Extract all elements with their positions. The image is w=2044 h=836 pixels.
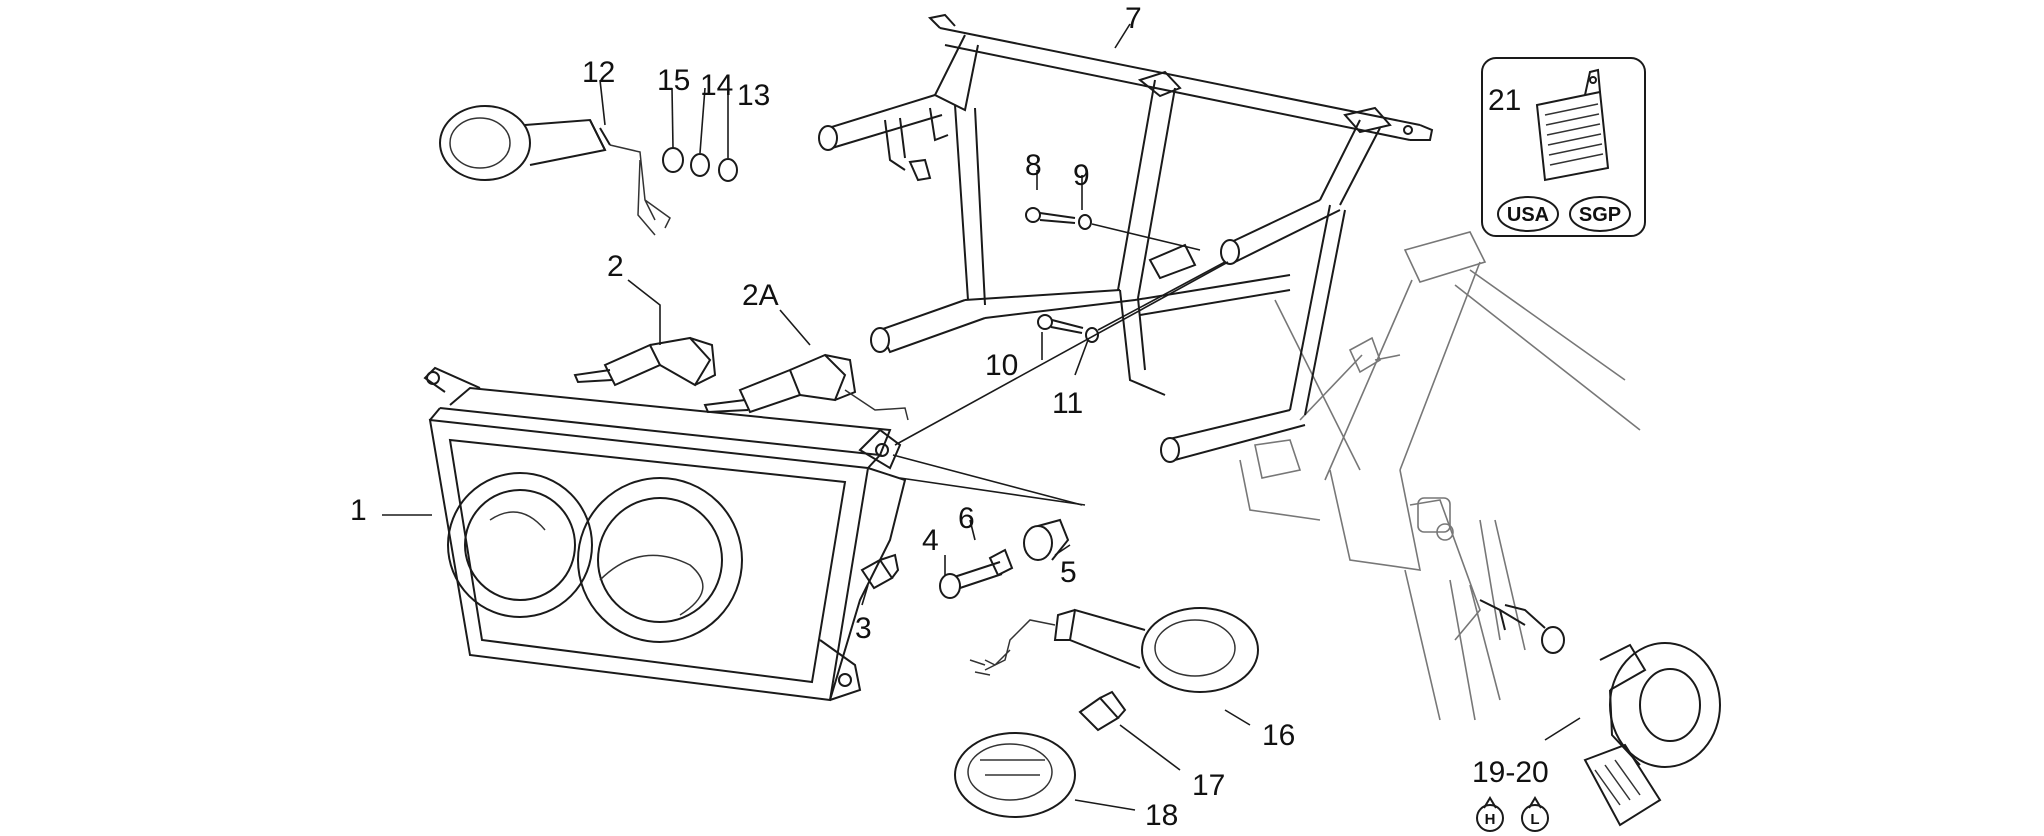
label-part-16: 16 <box>1262 719 1295 752</box>
label-part-14: 14 <box>700 69 733 102</box>
frame-steering-head-drawing <box>1239 231 1641 721</box>
badge-sgp <box>1569 196 1631 232</box>
label-part-11: 11 <box>1052 387 1083 420</box>
label-part-4: 4 <box>922 524 939 557</box>
lens-18-drawing <box>954 732 1076 818</box>
leader-lines <box>382 23 1581 811</box>
label-part-1: 1 <box>350 494 367 527</box>
part-labels: 1 2 2A 3 4 5 6 7 8 9 10 11 12 13 14 15 1… <box>350 2 1549 832</box>
label-part-7: 7 <box>1125 2 1142 35</box>
bulb-2a-drawing <box>703 353 909 421</box>
label-part-2: 2 <box>607 250 624 283</box>
variant-l-text: L <box>1530 811 1539 828</box>
label-part-17: 17 <box>1192 769 1225 802</box>
horn-variant-symbols: H L <box>1476 796 1549 832</box>
label-part-6: 6 <box>958 502 975 535</box>
small-parts-drawing <box>860 518 1070 599</box>
reflector-drawing <box>1535 90 1610 182</box>
headlight-drawing <box>423 366 907 702</box>
inset-box-21: USA SGP <box>1481 57 1646 237</box>
label-part-19-20: 19-20 <box>1472 756 1549 789</box>
label-part-13: 13 <box>737 79 770 112</box>
badge-sgp-text: SGP <box>1579 204 1621 226</box>
bulb-17-drawing <box>1078 690 1127 732</box>
variant-h-arrow-icon <box>1483 796 1497 809</box>
label-part-10: 10 <box>985 349 1018 382</box>
label-part-12: 12 <box>582 56 615 89</box>
indicator-16-drawing <box>969 607 1259 693</box>
label-part-2a: 2A <box>742 279 779 312</box>
variant-l-arrow-icon <box>1528 796 1542 809</box>
horn-drawing <box>1479 599 1721 827</box>
label-part-3: 3 <box>855 612 872 645</box>
badge-usa <box>1497 196 1559 232</box>
label-part-18: 18 <box>1145 799 1178 832</box>
label-part-21: 21 <box>1488 84 1521 117</box>
headlight-bracket-drawing <box>818 13 1434 463</box>
label-part-8: 8 <box>1025 149 1042 182</box>
label-part-5: 5 <box>1060 556 1077 589</box>
bulb-2-drawing <box>573 336 717 387</box>
variant-h-circle <box>1476 804 1504 832</box>
bolts-drawing <box>1025 207 1226 343</box>
badge-usa-text: USA <box>1507 204 1549 226</box>
variant-h-text: H <box>1485 811 1496 828</box>
label-part-9: 9 <box>1073 159 1090 192</box>
variant-l-circle <box>1521 804 1549 832</box>
inset-frame <box>1481 57 1646 237</box>
indicator-12-drawing <box>439 105 738 236</box>
label-part-15: 15 <box>657 64 690 97</box>
